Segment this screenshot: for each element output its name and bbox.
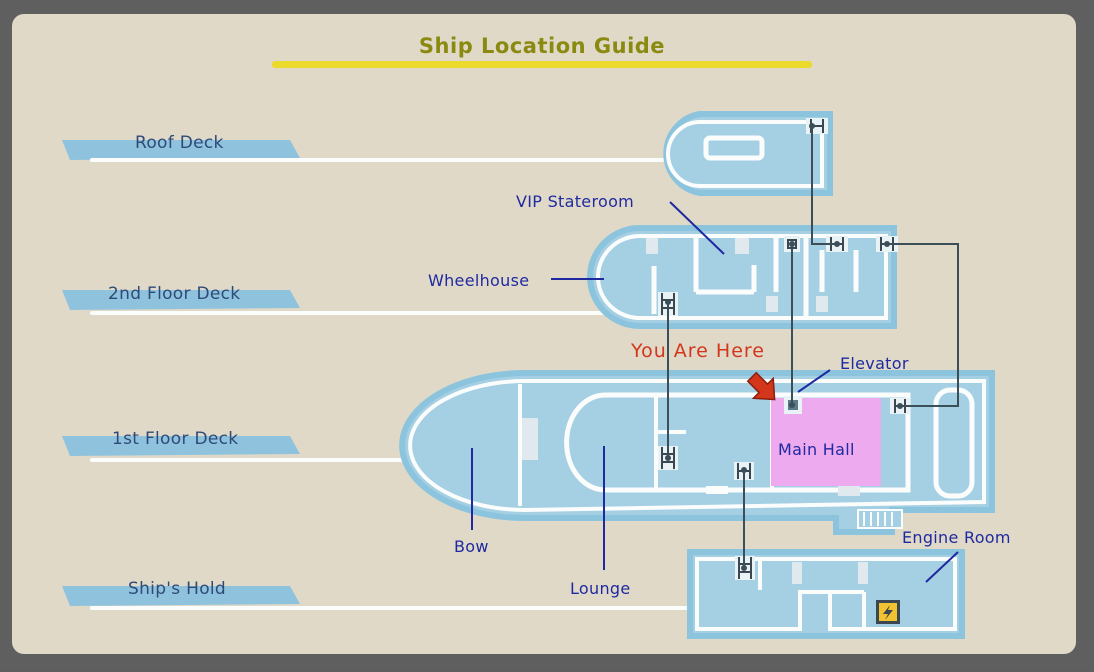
you-are-here-label: You Are Here (631, 340, 765, 362)
second-deck-plan (587, 225, 897, 329)
room-label-lounge: Lounge (570, 579, 631, 598)
first-deck-plan (399, 370, 995, 535)
roof-deck-plan (663, 111, 833, 196)
deck-leader-lines (90, 158, 692, 610)
deck-label-2nd-floor: 2nd Floor Deck (108, 284, 241, 304)
ladders (658, 118, 910, 580)
page-title: Ship Location Guide (418, 34, 666, 58)
deck-ribbons (62, 140, 300, 606)
roof-hatch (703, 135, 765, 161)
route-lines (667, 126, 959, 568)
ribbon-1st-floor (62, 436, 300, 456)
stern-grille (857, 509, 903, 529)
room-label-main-hall: Main Hall (778, 440, 855, 459)
room-label-vip-stateroom: VIP Stateroom (516, 192, 635, 211)
room-label-bow: Bow (454, 537, 489, 556)
lightning-bolt-icon (876, 600, 900, 624)
deck-label-roof: Roof Deck (135, 133, 224, 153)
room-label-engine-room: Engine Room (902, 528, 1011, 547)
ribbon-2nd-floor (62, 290, 300, 310)
ships-hold-plan (687, 549, 965, 639)
red-arrow-icon (746, 371, 776, 401)
route-nodes (665, 123, 903, 571)
title-underline (272, 61, 812, 68)
room-leader-lines (471, 201, 959, 583)
room-label-wheelhouse: Wheelhouse (428, 271, 530, 290)
ribbon-ships-hold (62, 586, 300, 606)
room-label-elevator: Elevator (840, 354, 909, 373)
deck-label-ships-hold: Ship's Hold (128, 579, 227, 599)
ribbon-roof-deck (62, 140, 300, 160)
deck-label-1st-floor: 1st Floor Deck (112, 429, 239, 449)
